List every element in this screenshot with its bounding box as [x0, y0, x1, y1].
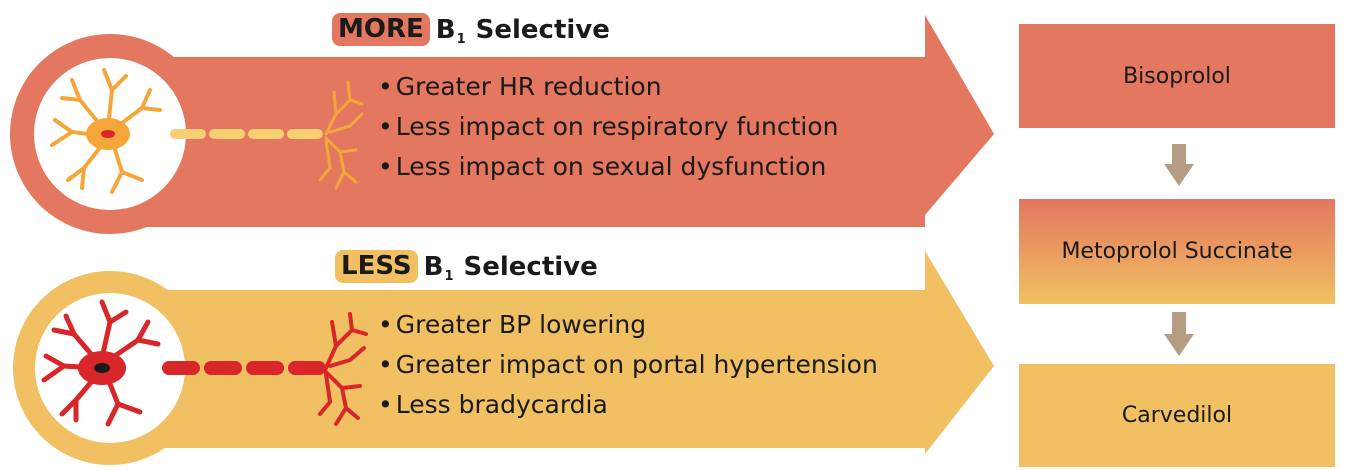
more-neuron-nucleus — [101, 130, 115, 138]
drug-box-metoprolol-succinate: Metoprolol Succinate — [1019, 199, 1335, 304]
drug-box-carvedilol: Carvedilol — [1019, 364, 1335, 467]
more-axon-segments — [170, 129, 323, 139]
more-badge: MORE — [332, 13, 430, 46]
more-beta-subscript: 1 — [456, 32, 466, 47]
more-selective-label: Selective — [475, 14, 610, 45]
less-selective-label: Selective — [463, 251, 598, 282]
drug-name: Bisoprolol — [1123, 63, 1231, 89]
more-neuron-icon — [50, 68, 364, 194]
drug-name: Metoprolol Succinate — [1061, 239, 1293, 264]
more-beta-label: B — [435, 14, 456, 45]
less-benefit-item: Less bradycardia — [378, 385, 878, 425]
less-neuron-nucleus — [94, 363, 110, 373]
more-benefit-item: Greater HR reduction — [378, 67, 838, 107]
less-beta-subscript: 1 — [444, 269, 454, 284]
less-badge: LESS — [335, 250, 418, 283]
less-beta-label: B — [423, 251, 444, 282]
drug-box-bisoprolol: Bisoprolol — [1019, 24, 1335, 128]
more-benefits-list: Greater HR reduction Less impact on resp… — [378, 67, 839, 187]
drug-name: Carvedilol — [1121, 403, 1233, 428]
less-axon-segments — [162, 361, 326, 375]
more-benefit-item: Less impact on respiratory function — [378, 107, 839, 147]
less-benefits-list: Greater BP lowering Greater impact on po… — [378, 305, 878, 425]
flow-arrow-1 — [1164, 144, 1194, 186]
less-benefit-item: Greater BP lowering — [378, 305, 878, 345]
more-benefit-item: Less impact on sexual dysfunction — [378, 147, 838, 187]
less-benefit-item: Greater impact on portal hypertension — [378, 345, 878, 385]
flow-arrow-2 — [1164, 312, 1194, 356]
